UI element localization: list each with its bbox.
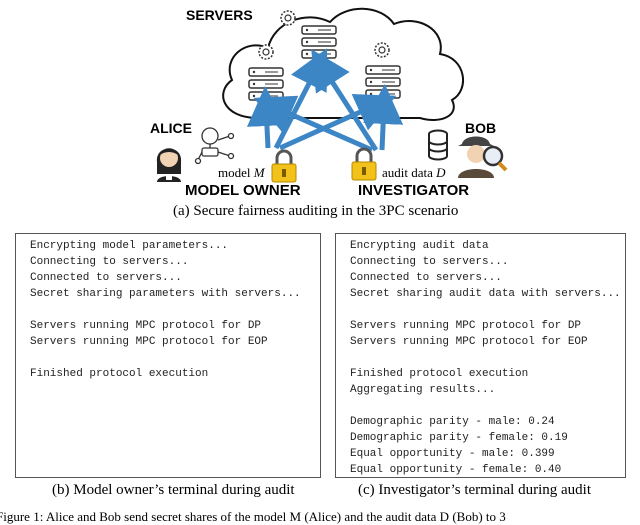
terminal-lines: Encrypting model parameters... Connecting… — [30, 238, 320, 478]
fairness-audit-diagram: SERVERS ALICE BOB MODEL OWNER INVESTIGAT… — [150, 7, 508, 199]
arrows-to-servers — [246, 48, 404, 153]
terminal-line: Servers running MPC protocol for EOP — [30, 336, 268, 348]
terminal-line: Encrypting audit data — [350, 240, 489, 252]
gear-center-icon — [280, 10, 296, 26]
terminal-line: Finished protocol execution — [350, 368, 529, 380]
server-left-icon — [248, 67, 284, 101]
terminal-line — [30, 382, 320, 398]
caption-a: (a) Secure fairness auditing in the 3PC … — [173, 203, 459, 219]
gear-right-icon — [374, 42, 390, 58]
model-owner-label: MODEL OWNER — [185, 182, 301, 199]
terminal-line — [30, 302, 320, 318]
model-text: model — [218, 165, 251, 180]
lock-alice-icon — [271, 149, 297, 183]
terminal-line: Demographic parity - female: 0.19 — [350, 432, 568, 444]
audit-annotation: audit data D — [382, 165, 446, 180]
terminal-line — [30, 446, 320, 462]
alice-avatar — [156, 148, 182, 182]
terminal-line: Equal opportunity - male: 0.399 — [350, 448, 555, 460]
terminal-line: Secret sharing parameters with servers..… — [30, 288, 301, 300]
database-icon — [428, 129, 448, 161]
terminal-line: Demographic parity - male: 0.24 — [350, 416, 555, 428]
server-right-icon — [365, 65, 401, 99]
model-network-icon — [194, 127, 235, 165]
lock-bob-icon — [351, 147, 377, 181]
terminal-line: Aggregating results... — [350, 384, 496, 396]
caption-c: (c) Investigator’s terminal during audit — [358, 482, 591, 498]
figure-caption: Figure 1: Alice and Bob send secret shar… — [0, 509, 506, 524]
investigator-label: INVESTIGATOR — [358, 182, 469, 199]
bob-label: BOB — [465, 120, 496, 136]
terminal-line: Servers running MPC protocol for DP — [350, 320, 582, 332]
model-symbol: M — [253, 165, 266, 180]
terminal-line: Secret sharing audit data with servers..… — [350, 288, 621, 300]
terminal-line: Finished protocol execution — [30, 368, 209, 380]
servers-label: SERVERS — [186, 7, 253, 23]
terminal-line — [30, 414, 320, 430]
audit-text: audit data — [382, 165, 433, 180]
terminal-line — [350, 350, 625, 366]
terminal-line — [350, 398, 625, 414]
model-owner-terminal: Encrypting model parameters... Connecting… — [15, 233, 321, 478]
terminal-line: Servers running MPC protocol for EOP — [350, 336, 588, 348]
terminal-line: Servers running MPC protocol for DP — [30, 320, 262, 332]
alice-label: ALICE — [150, 120, 192, 136]
model-annotation: model M — [218, 165, 266, 180]
terminal-line: Encrypting model parameters... — [30, 240, 229, 252]
bob-avatar — [458, 136, 508, 178]
gear-left-icon — [258, 44, 274, 60]
server-center-icon — [301, 25, 337, 59]
terminal-line: Connected to servers... — [350, 272, 502, 284]
terminal-line: Connected to servers... — [30, 272, 182, 284]
terminal-line — [30, 430, 320, 446]
terminal-line: Equal opportunity - female: 0.40 — [350, 464, 562, 476]
audit-symbol: D — [435, 165, 446, 180]
terminal-line — [30, 398, 320, 414]
terminal-line — [30, 350, 320, 366]
terminal-line — [350, 302, 625, 318]
terminal-line — [30, 462, 320, 478]
caption-b: (b) Model owner’s terminal during audit — [52, 482, 295, 498]
terminal-line: Connecting to servers... — [350, 256, 509, 268]
terminal-line: Connecting to servers... — [30, 256, 189, 268]
